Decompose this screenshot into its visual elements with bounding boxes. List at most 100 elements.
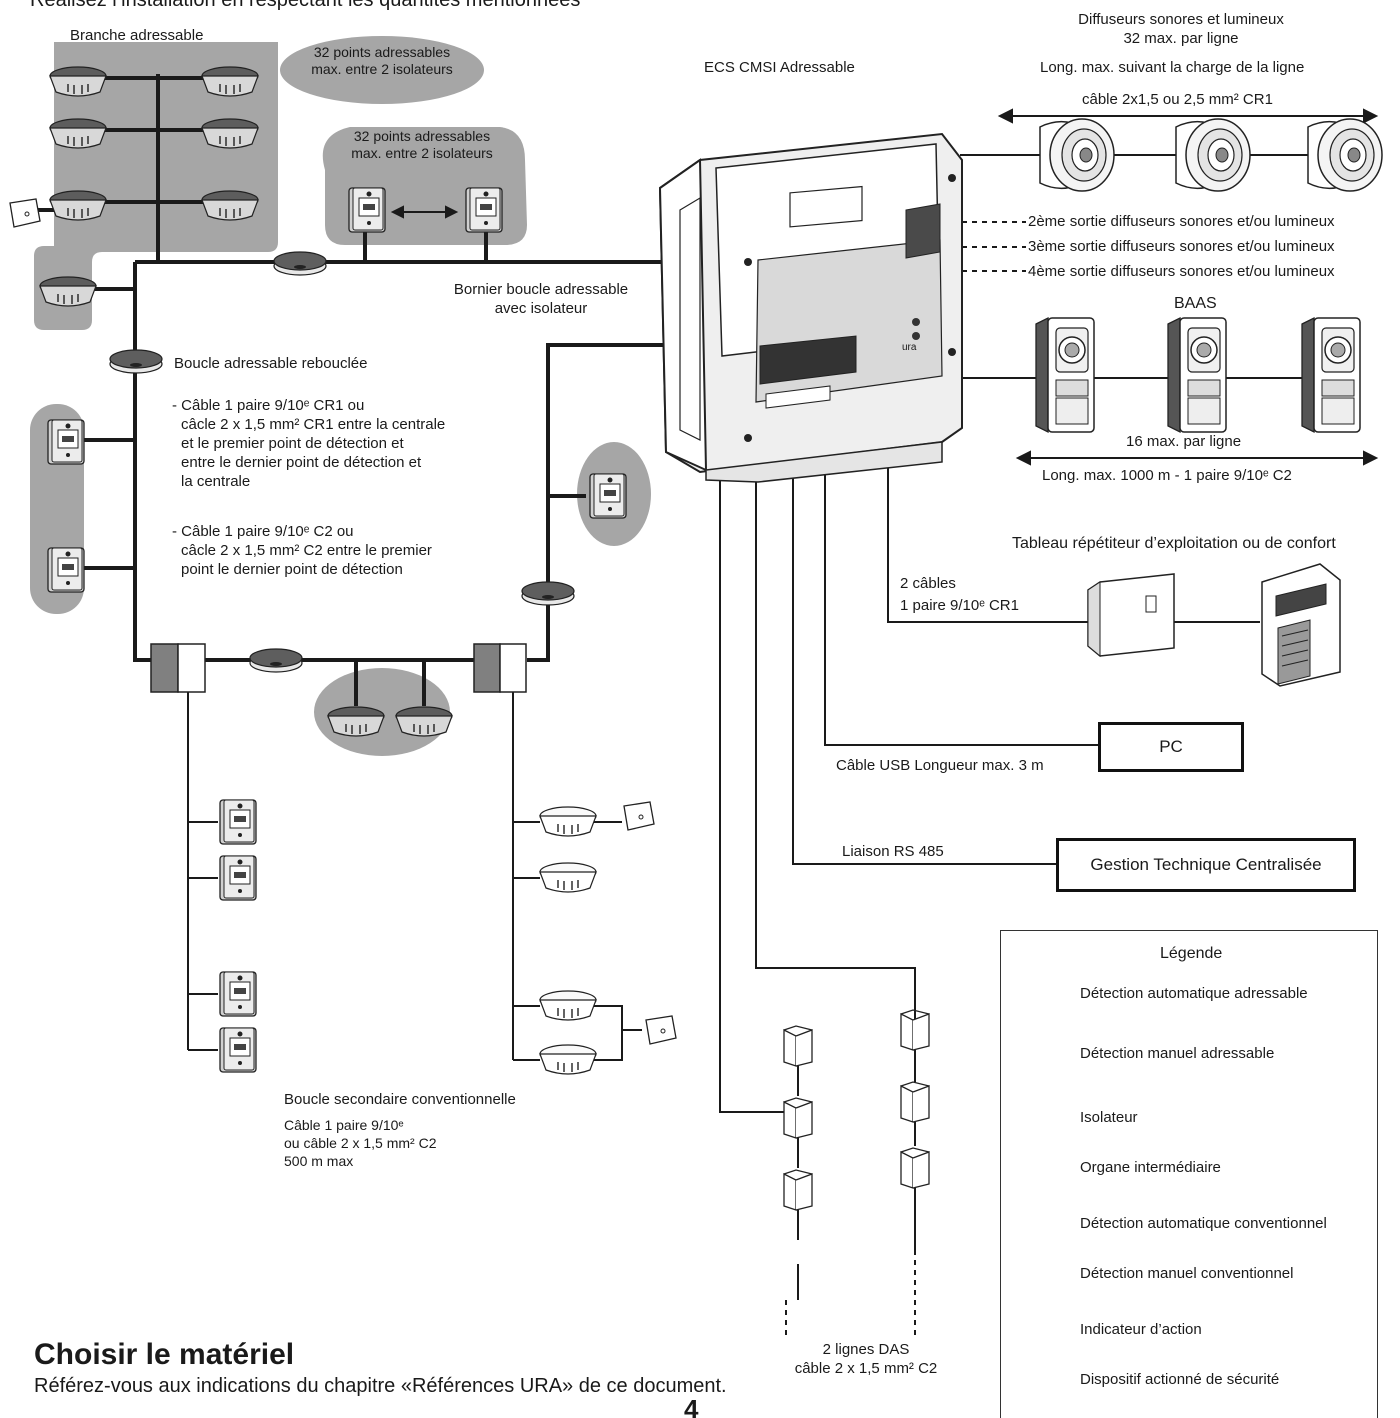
addressable-detector-icon: [395, 706, 453, 737]
isolator-icon: [249, 648, 303, 673]
conventional-callpoint-icon: [219, 799, 257, 845]
conventional-detector-icon: [539, 862, 597, 893]
bubble-line: 32 points adressables: [353, 128, 491, 144]
legend-label: Organe intermédiaire: [1080, 1159, 1221, 1176]
addressable-detector-icon: [201, 66, 259, 97]
addressable-callpoint-icon: [348, 187, 386, 233]
secondaire-line: ou câble 2 x 1,5 mm² C2: [284, 1135, 437, 1151]
repeater-panel-icon: [1261, 563, 1341, 687]
addressable-callpoint-icon: [465, 187, 503, 233]
isolator-icon: [109, 349, 163, 374]
tableau-cables-2: 1 paire 9/10ᵉ CR1: [900, 597, 1019, 614]
section-heading: Choisir le matériel: [34, 1338, 295, 1371]
addressable-detector-icon: [39, 276, 97, 307]
boucle-title: Boucle adressable rebouclée: [174, 355, 368, 372]
diffuseurs-line: 32 max. par ligne: [1123, 30, 1239, 47]
pc-cable: Câble USB Longueur max. 3 m: [836, 757, 1044, 774]
branche-title: Branche adressable: [70, 27, 204, 44]
addressable-detector-icon: [201, 190, 259, 221]
das-label: 2 lignes DAS câble 2 x 1,5 mm² C2: [776, 1340, 956, 1378]
speaker-icon: [1175, 118, 1251, 192]
gtc-box: Gestion Technique Centralisée: [1056, 838, 1356, 892]
dashed-lines: [785, 221, 1026, 1336]
boucle-line: - Câble 1 paire 9/10ᵉ CR1 ou: [172, 397, 365, 414]
repeater-panel-icon: [1087, 573, 1175, 658]
secondaire-line: Câble 1 paire 9/10ᵉ: [284, 1117, 404, 1133]
secondaire-title: Boucle secondaire conventionnelle: [284, 1091, 516, 1108]
legend-label: Détection automatique adressable: [1080, 985, 1308, 1002]
speaker-icon: [1039, 118, 1115, 192]
sortie-4: 4ème sortie diffuseurs sonores et/ou lum…: [1028, 263, 1335, 280]
conventional-callpoint-icon: [219, 855, 257, 901]
addressable-callpoint-icon: [589, 473, 627, 519]
branche-bubble: 32 points adressables max. entre 2 isola…: [282, 44, 482, 78]
intermediate-unit-icon: [473, 643, 527, 693]
isolator-icon: [273, 251, 327, 276]
diffuseurs-cable: câble 2x1,5 ou 2,5 mm² CR1: [1082, 91, 1273, 108]
diffuseurs-title: Diffuseurs sonores et lumineux 32 max. p…: [1036, 10, 1326, 48]
safety-device-icon: [783, 1097, 813, 1139]
baas-length: Long. max. 1000 m - 1 paire 9/10ᵉ C2: [1042, 467, 1292, 484]
das-line: 2 lignes DAS: [822, 1341, 910, 1358]
section-text: Référez-vous aux indications du chapitre…: [34, 1375, 727, 1397]
conventional-callpoint-icon: [219, 1027, 257, 1073]
baas-icon: [1167, 317, 1227, 433]
boucle-line: câcle 2 x 1,5 mm² C2 entre le premier: [181, 542, 432, 559]
addressable-detector-icon: [49, 190, 107, 221]
legend-label: Détection manuel adressable: [1080, 1045, 1275, 1062]
addressable-callpoint-icon: [47, 419, 85, 465]
addressable-detector-icon: [49, 118, 107, 149]
sortie-2: 2ème sortie diffuseurs sonores et/ou lum…: [1028, 213, 1335, 230]
baas-icon: [1301, 317, 1361, 433]
dimension-arrows: [390, 108, 1379, 466]
pc-box: PC: [1098, 722, 1244, 772]
addressable-detector-icon: [49, 66, 107, 97]
boucle-line: point le dernier point de détection: [181, 561, 403, 578]
das-line: câble 2 x 1,5 mm² C2: [794, 1360, 938, 1377]
baas-max: 16 max. par ligne: [1126, 433, 1242, 450]
addressable-detector-icon: [327, 706, 385, 737]
secondaire-line: 500 m max: [284, 1153, 354, 1169]
safety-device-icon: [900, 1081, 930, 1123]
bornier-label: Bornier boucle adressable avec isolateur: [430, 280, 652, 318]
conventional-detector-icon: [539, 990, 597, 1021]
legend-label: Indicateur d’action: [1080, 1321, 1202, 1338]
ecs-panel: [658, 132, 963, 483]
baas-icon: [1035, 317, 1095, 433]
safety-device-icon: [900, 1147, 930, 1189]
diffuseurs-line: Diffuseurs sonores et lumineux: [1078, 11, 1284, 28]
tableau-title: Tableau répétiteur d’exploitation ou de …: [1012, 535, 1336, 552]
boucle-text-2: - Câble 1 paire 9/10ᵉ C2 ou câcle 2 x 1,…: [172, 522, 432, 579]
addressable-detector-icon: [201, 118, 259, 149]
bubble-line: max. entre 2 isolateurs: [351, 145, 493, 161]
safety-device-icon: [783, 1169, 813, 1211]
bornier-line: Bornier boucle adressable: [453, 281, 629, 298]
boucle-line: - Câble 1 paire 9/10ᵉ C2 ou: [172, 523, 354, 540]
legend-label: Dispositif actionné de sécurité: [1080, 1371, 1280, 1388]
addressable-callpoint-icon: [47, 547, 85, 593]
intro-text: Réalisez l’installation en respectant le…: [30, 0, 581, 11]
boucle-line: et le premier point de détection et: [181, 435, 404, 452]
safety-device-icon: [783, 1025, 813, 1067]
isolator-icon: [521, 581, 575, 606]
secondary-wiring: [187, 690, 642, 1061]
intermediate-unit-icon: [150, 643, 206, 693]
speaker-icon: [1307, 118, 1383, 192]
action-indicator-icon: [623, 801, 655, 831]
legend-label: Détection manuel conventionnel: [1080, 1265, 1294, 1282]
mid-bubble-text: 32 points adressables max. entre 2 isola…: [322, 128, 522, 162]
boucle-line: entre le dernier point de détection et: [181, 454, 422, 471]
conventional-detector-icon: [539, 806, 597, 837]
bubble-line: 32 points adressables: [313, 44, 451, 60]
boucle-line: câcle 2 x 1,5 mm² CR1 entre la centrale: [181, 416, 446, 433]
devices: [9, 66, 1383, 1211]
legend-label: Isolateur: [1080, 1109, 1138, 1126]
conventional-detector-icon: [539, 1044, 597, 1075]
panel-wiring: [719, 154, 1310, 1300]
action-indicator-icon: [645, 1015, 677, 1045]
conventional-callpoint-icon: [219, 971, 257, 1017]
action-indicator-icon: [9, 198, 41, 228]
boucle-line: la centrale: [181, 473, 251, 490]
bubble-line: max. entre 2 isolateurs: [311, 61, 453, 77]
